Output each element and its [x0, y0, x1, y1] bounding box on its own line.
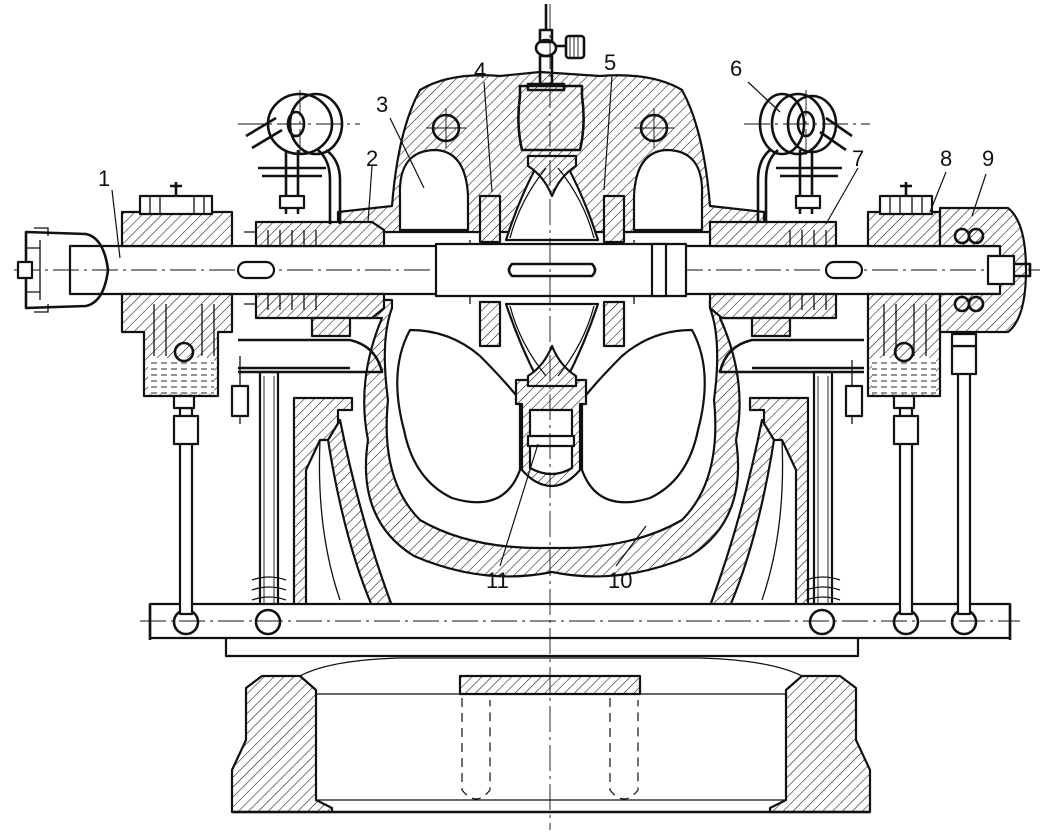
label-6: 6	[730, 56, 742, 81]
base-pedestal	[230, 657, 872, 814]
tie-rods	[172, 338, 978, 616]
label-7: 7	[852, 146, 864, 171]
air-valve	[526, 4, 586, 92]
right-bearing-housing	[866, 182, 942, 410]
support-frame	[140, 370, 1020, 658]
left-bearing-housing	[120, 182, 234, 410]
label-5: 5	[604, 50, 616, 75]
label-8: 8	[940, 146, 952, 171]
label-9: 9	[982, 146, 994, 171]
callout-labels: 1 2 3 4 5 6 7 8 9 10 11	[98, 50, 994, 593]
right-seal-pipe	[744, 90, 870, 224]
volute-casing	[336, 70, 766, 578]
label-10: 10	[608, 568, 632, 593]
left-coupling	[16, 227, 110, 313]
label-4: 4	[474, 58, 486, 83]
label-1: 1	[98, 166, 110, 191]
left-seal-pipe	[238, 90, 360, 224]
label-11: 11	[486, 568, 509, 593]
thrust-bearing	[938, 206, 1032, 348]
right-stuffing-box	[708, 220, 864, 374]
shaft	[14, 242, 1040, 298]
leader-lines	[111, 75, 987, 567]
label-2: 2	[366, 146, 378, 171]
label-3: 3	[376, 92, 388, 117]
left-stuffing-box	[238, 220, 386, 374]
